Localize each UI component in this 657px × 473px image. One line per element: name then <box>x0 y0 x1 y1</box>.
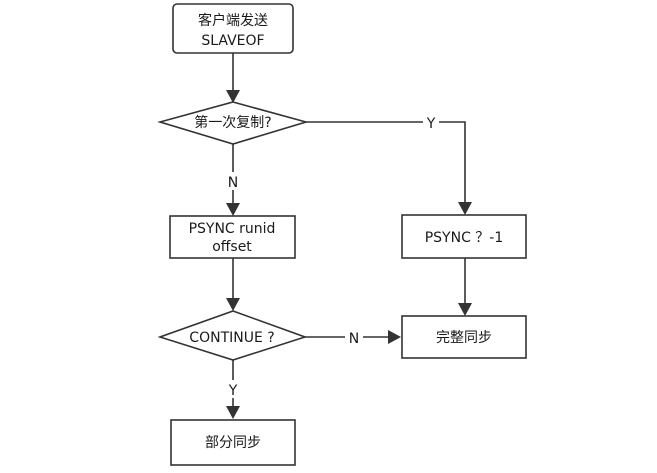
node-start-line1: 客户端发送 <box>198 12 268 29</box>
edge-label-continue-yes: Y <box>228 383 238 399</box>
edge-psync-partial-to-continue <box>226 258 240 311</box>
edge-first-copy-yes <box>306 121 472 215</box>
node-start-line2: SLAVEOF <box>201 33 264 49</box>
edge-psync-full-to-full-sync <box>458 258 472 316</box>
node-first-copy-label: 第一次复制? <box>194 114 271 131</box>
node-full-sync: 完整同步 <box>401 315 527 359</box>
node-psync-partial-line2: offset <box>212 239 252 255</box>
node-psync-partial-line1: PSYNC runid <box>189 221 276 237</box>
node-partial-sync-label: 部分同步 <box>205 435 261 451</box>
edge-label-continue-no: N <box>349 331 359 347</box>
edge-label-first-copy-no: N <box>228 175 238 191</box>
node-psync-full-label: PSYNC ？-1 <box>425 230 504 246</box>
node-start: 客户端发送 SLAVEOF <box>172 3 294 54</box>
node-first-copy-decision: 第一次复制? <box>157 101 309 145</box>
node-psync-full: PSYNC ？-1 <box>401 214 527 259</box>
node-partial-sync: 部分同步 <box>170 419 296 466</box>
node-continue-label: CONTINUE ? <box>189 330 274 346</box>
edge-label-first-copy-yes: Y <box>426 116 436 132</box>
node-full-sync-label: 完整同步 <box>436 330 492 346</box>
node-psync-partial: PSYNC runid offset <box>169 215 296 259</box>
edge-start-to-first-copy <box>226 53 240 103</box>
node-continue-decision: CONTINUE ? <box>157 310 308 361</box>
